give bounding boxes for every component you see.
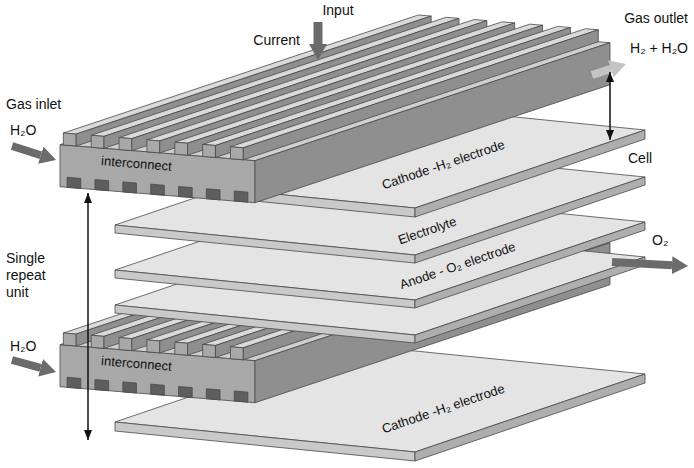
gas-channel: [95, 380, 109, 391]
rib-front: [175, 142, 188, 155]
interconnect-plate: interconnect: [59, 14, 611, 204]
rib-top: [63, 215, 431, 334]
label-box: H₂O: [10, 122, 36, 139]
rib-top: [230, 229, 598, 348]
gas-channel: [151, 184, 165, 195]
flow-label: H₂ + H₂O: [630, 40, 688, 57]
rib-front: [147, 140, 160, 153]
bracket-label: Single repeat unit: [6, 250, 70, 301]
layer-label: Cathode -H₂ electrode: [380, 137, 507, 193]
flow-label: Cell: [628, 150, 652, 167]
rib-top: [175, 224, 543, 343]
gas-channel: [179, 387, 193, 398]
rib-front: [63, 333, 76, 346]
flow-label: Input: [322, 2, 353, 19]
plate-outline: [114, 191, 646, 309]
layer-label: Anode - O₂ electrode: [398, 239, 518, 293]
plate-outline: [114, 343, 646, 462]
plate-outline: [59, 14, 611, 204]
gas-channel: [67, 378, 81, 389]
gas-channel: [206, 389, 220, 400]
gas-inlet-arrow: [12, 360, 41, 368]
cell-layer-plate: Cathode -H₂ electrode: [114, 99, 646, 218]
rib-front: [203, 345, 216, 358]
rib-front: [230, 347, 243, 360]
rib-front: [230, 147, 243, 160]
rib-front: [91, 336, 104, 349]
plate-outline: [114, 146, 646, 264]
gas-channel: [206, 189, 220, 200]
gas-channel: [95, 180, 109, 191]
oxygen-outlet-arrow: [612, 262, 672, 265]
label-box: Gas inlet: [6, 96, 61, 113]
label-box: O₂: [652, 232, 668, 249]
dimension-arrow: [609, 72, 611, 140]
gas-channel: [234, 191, 248, 202]
layer-label: interconnect: [100, 353, 172, 375]
gas-channel: [234, 391, 248, 402]
current-arrow: [314, 22, 323, 44]
rib-front: [63, 133, 76, 146]
label-box: H₂O: [10, 338, 36, 355]
gas-channel: [151, 384, 165, 395]
rib-front: [175, 342, 188, 355]
label-box: Gas outlet: [624, 10, 688, 27]
gas-channel: [179, 187, 193, 198]
plate-front: [115, 270, 415, 308]
flow-label: H₂O: [10, 338, 36, 355]
rib-top: [147, 222, 515, 341]
flow-label: Current: [253, 32, 300, 49]
rib-front: [147, 340, 160, 353]
layer-label: interconnect: [100, 153, 172, 175]
rib-top: [91, 218, 459, 337]
rib-top: [175, 24, 543, 143]
gas-channel: [67, 178, 81, 189]
dimension-arrow: [87, 193, 89, 440]
rib-top: [203, 227, 571, 346]
label-box: H₂ + H₂O: [630, 40, 688, 57]
label-box: Input: [322, 2, 353, 19]
rib-front: [91, 136, 104, 149]
label-box: Single repeat unit: [6, 250, 70, 301]
rib-front: [203, 145, 216, 158]
flow-label: H₂O: [10, 122, 36, 139]
plate-side: [415, 374, 645, 461]
rib-front: [119, 338, 132, 351]
flow-label: Gas inlet: [6, 96, 61, 113]
plate-outline: [114, 99, 646, 218]
layer-label: Cathode -H₂ electrode: [380, 381, 507, 437]
rib-top: [119, 220, 487, 339]
gas-channel: [123, 382, 137, 393]
label-box: Current: [253, 32, 300, 49]
layer-label: Electrolyte: [396, 214, 459, 249]
gas-channel: [123, 182, 137, 193]
interconnect-plate: interconnect: [59, 214, 611, 404]
plate-outline: [59, 214, 611, 404]
cell-layer-plate: Anode - O₂ electrode: [114, 191, 646, 309]
flow-label: Gas outlet: [624, 10, 688, 27]
cell-layer-plate: Electrolyte: [114, 146, 646, 264]
plate-front: [115, 422, 415, 461]
gas-inlet-arrow: [12, 146, 41, 155]
rib-front: [119, 138, 132, 151]
flow-label: O₂: [652, 232, 668, 249]
label-box: Cell: [628, 150, 652, 167]
rib-side: [243, 230, 598, 360]
cell-layer-plate: Cathode -H₂ electrode: [114, 343, 646, 462]
